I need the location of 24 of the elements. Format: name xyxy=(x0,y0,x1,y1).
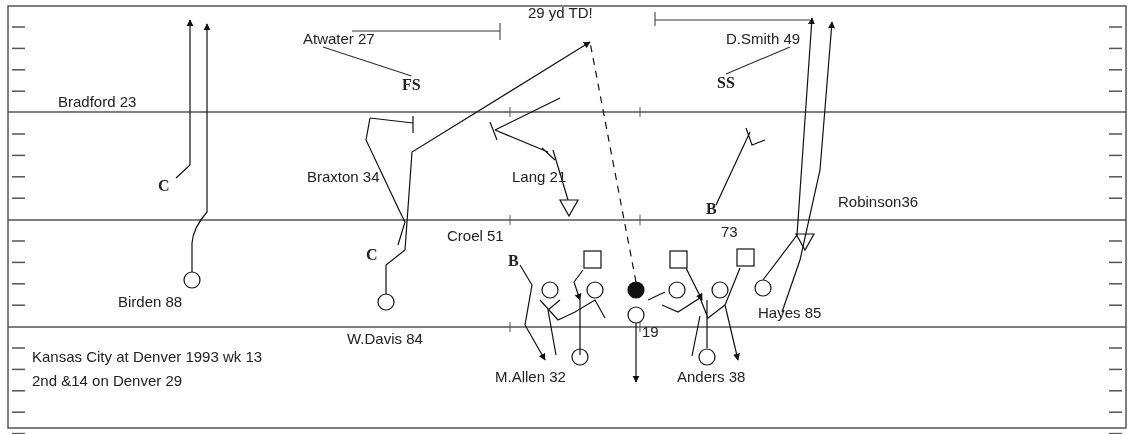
play-result-label: 29 yd TD! xyxy=(528,4,593,21)
leader-line xyxy=(725,46,791,75)
position-marker: SS xyxy=(717,74,735,91)
player-number: 73 xyxy=(721,223,738,240)
player-label: M.Allen 32 xyxy=(495,368,566,385)
player-label: Robinson36 xyxy=(838,193,919,210)
route-marker: B xyxy=(508,252,519,269)
route-marker: C xyxy=(158,177,170,194)
player-label: Birden 88 xyxy=(118,293,183,310)
player-number: 19 xyxy=(642,323,659,340)
player-label: Atwater 27 xyxy=(303,30,375,47)
player-label: Croel 51 xyxy=(447,227,504,244)
player-label: Bradford 23 xyxy=(58,93,137,110)
route-marker: C xyxy=(366,246,378,263)
player-label: Hayes 85 xyxy=(758,304,822,321)
player-label: Anders 38 xyxy=(677,368,746,385)
leader-line xyxy=(322,46,413,77)
position-marker: FS xyxy=(402,76,421,93)
player-label: D.Smith 49 xyxy=(726,30,801,47)
player-label: Braxton 34 xyxy=(307,168,380,185)
route-marker: B xyxy=(706,200,717,217)
game-info-text: 2nd &14 on Denver 29 xyxy=(32,372,183,389)
game-info-text: Kansas City at Denver 1993 wk 13 xyxy=(32,348,263,365)
player-label: W.Davis 84 xyxy=(347,330,423,347)
